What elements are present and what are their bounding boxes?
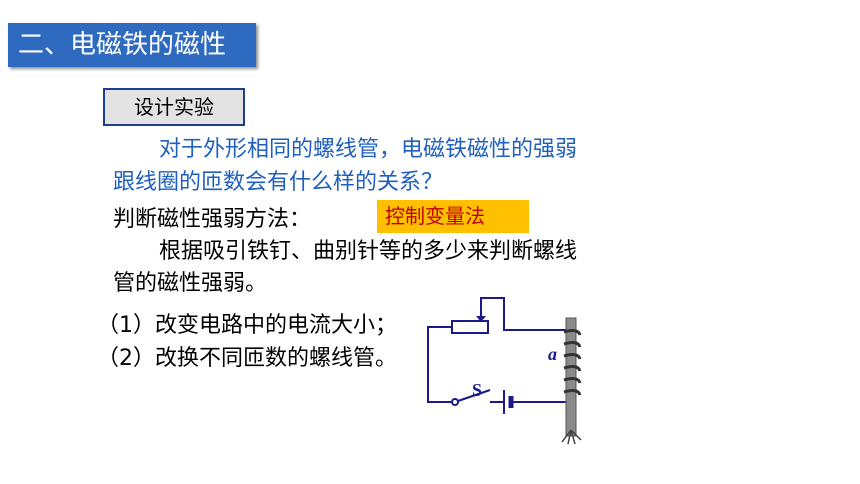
solenoid-coil-icon	[563, 329, 582, 396]
method-label: 判断磁性强弱方法：	[113, 207, 312, 232]
circuit-diagram: a S	[427, 297, 582, 445]
design-experiment-label: 设计实验	[103, 88, 245, 126]
question-text: 对于外形相同的螺线管，电磁铁磁性的强弱 跟线圈的匝数会有什么样的关系？	[113, 133, 653, 199]
switch-label: S	[472, 380, 482, 400]
method-line-1: 根据吸引铁钉、曲别针等的多少来判断螺线	[159, 239, 578, 264]
method-text: 根据吸引铁钉、曲别针等的多少来判断螺线 管的磁性强弱。	[113, 236, 653, 300]
question-line-2: 跟线圈的匝数会有什么样的关系？	[113, 170, 444, 195]
switch-pivot-icon	[451, 398, 459, 406]
coil-label: a	[548, 344, 557, 364]
method-line-2: 管的磁性强弱。	[113, 271, 268, 296]
circuit-wires	[427, 297, 574, 414]
wire-left	[427, 326, 452, 403]
wire-top-right	[503, 327, 574, 331]
rheostat-slider-wire	[480, 297, 505, 327]
rheostat-icon	[451, 320, 489, 334]
iron-core-icon	[565, 317, 577, 437]
control-variable-tag: 控制变量法	[377, 200, 529, 233]
list-item-1: （1）改变电路中的电流大小；	[97, 313, 397, 338]
attracted-nails-icon	[561, 429, 582, 445]
question-line-1: 对于外形相同的螺线管，电磁铁磁性的强弱	[159, 137, 578, 162]
section-title: 二、电磁铁的磁性	[8, 23, 256, 67]
list-item-2: （2）改换不同匝数的螺线管。	[97, 346, 397, 371]
switch-blade	[457, 389, 491, 402]
rheostat-slider-arrow	[476, 316, 486, 322]
